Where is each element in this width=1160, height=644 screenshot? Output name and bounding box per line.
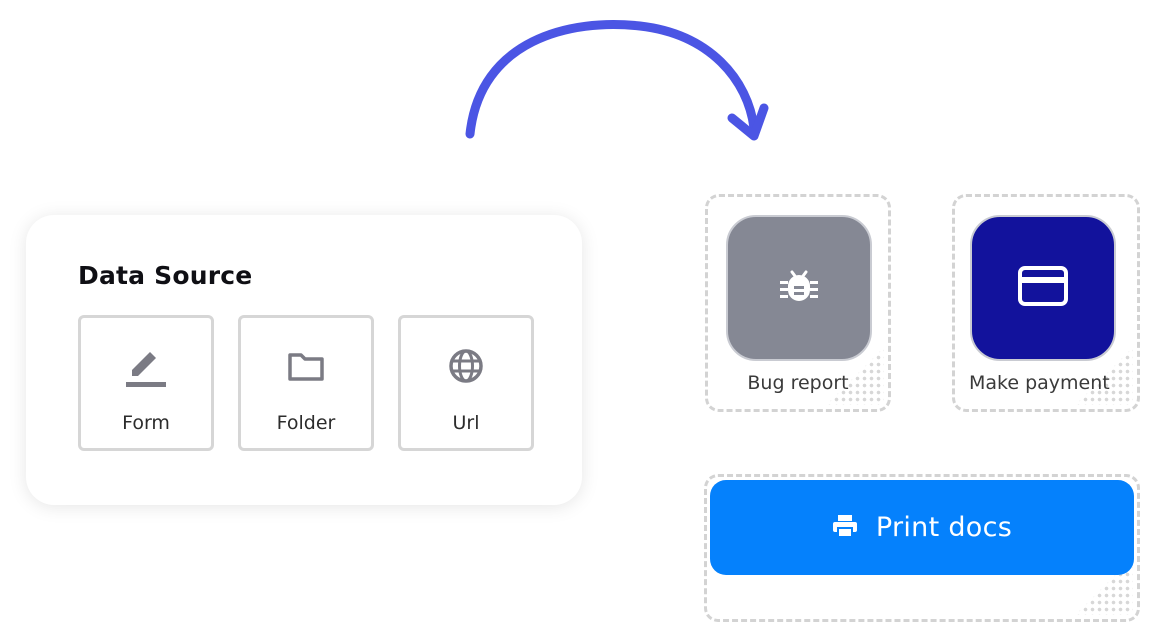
make-payment-drop-zone[interactable]: Make payment bbox=[952, 194, 1140, 412]
bug-report-label: Bug report bbox=[747, 372, 849, 394]
data-source-option-label: Url bbox=[452, 412, 480, 434]
credit-card-icon bbox=[1017, 264, 1069, 312]
folder-icon bbox=[241, 346, 371, 386]
bug-report-drop-zone[interactable]: Bug report bbox=[705, 194, 891, 412]
printer-icon bbox=[832, 514, 858, 542]
make-payment-button[interactable] bbox=[970, 215, 1116, 361]
data-source-option-url[interactable]: Url bbox=[398, 315, 534, 451]
print-docs-button[interactable]: Print docs bbox=[710, 480, 1134, 575]
data-source-option-folder[interactable]: Folder bbox=[238, 315, 374, 451]
data-source-option-label: Folder bbox=[276, 412, 336, 434]
make-payment-label: Make payment bbox=[969, 372, 1110, 394]
print-docs-label: Print docs bbox=[875, 512, 1013, 543]
print-docs-drop-zone[interactable]: Print docs bbox=[704, 474, 1140, 622]
data-source-option-form[interactable]: Form bbox=[78, 315, 214, 451]
globe-icon bbox=[401, 346, 531, 386]
pencil-icon bbox=[81, 346, 211, 390]
data-source-option-label: Form bbox=[122, 412, 170, 434]
bug-icon bbox=[777, 264, 821, 312]
bug-report-button[interactable] bbox=[726, 215, 872, 361]
data-source-card: Data Source Form Folder Url bbox=[26, 215, 582, 505]
data-source-title: Data Source bbox=[78, 261, 253, 290]
